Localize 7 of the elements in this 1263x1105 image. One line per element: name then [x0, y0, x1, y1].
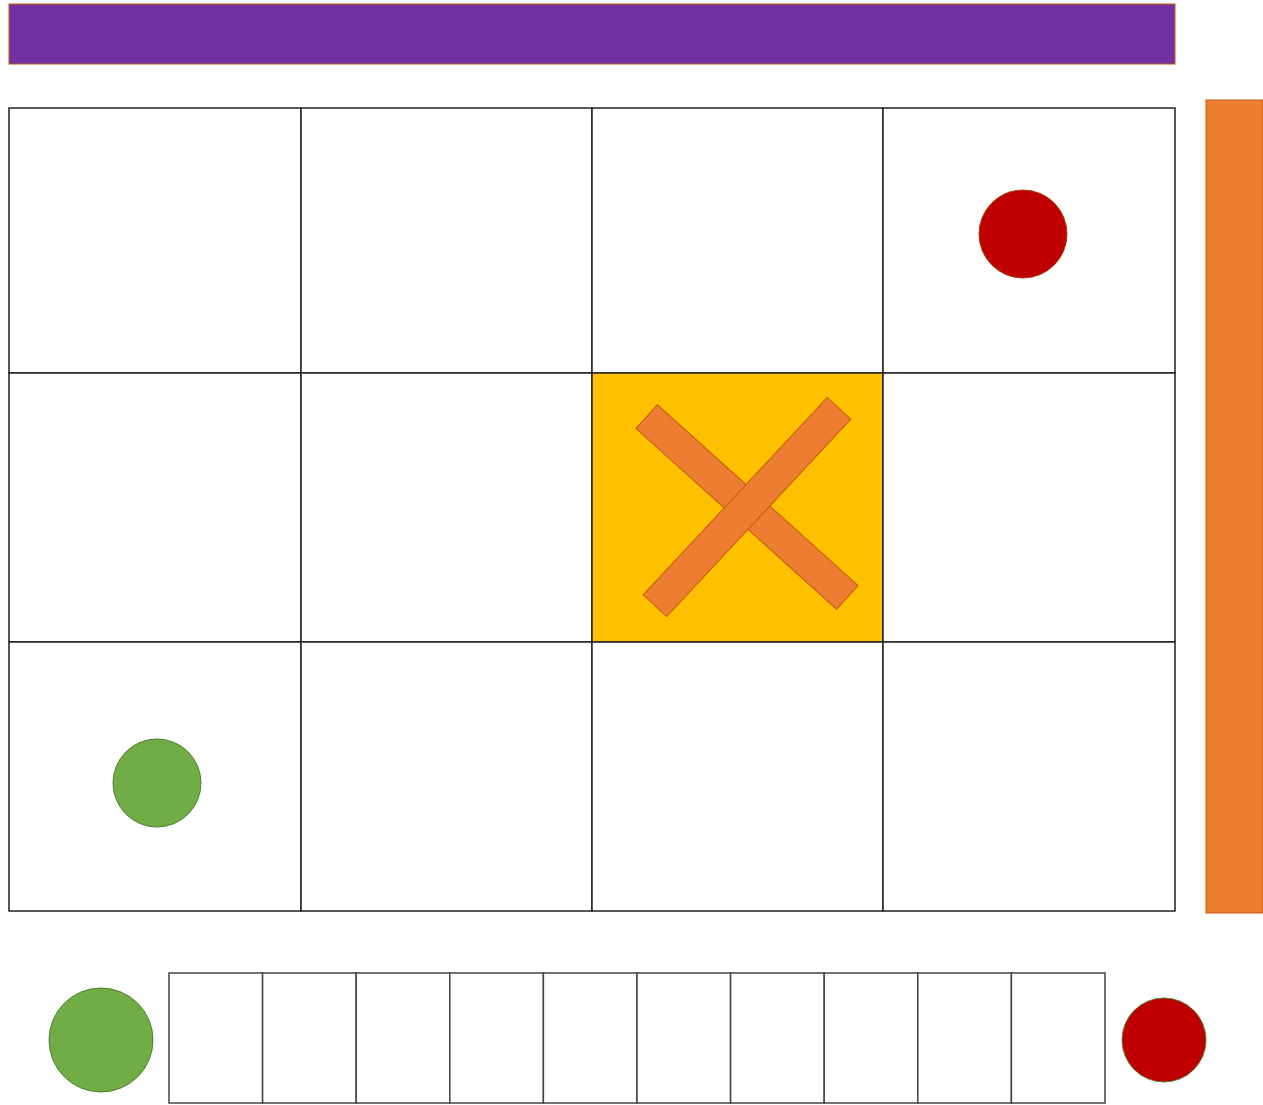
- side-bar: [1205, 99, 1263, 914]
- circle-marker: [112, 738, 202, 828]
- circle-marker: [48, 987, 154, 1093]
- header-bar: [8, 3, 1176, 65]
- circle-marker: [1121, 997, 1207, 1083]
- circle-marker: [978, 189, 1068, 279]
- cross-icon: [635, 396, 859, 618]
